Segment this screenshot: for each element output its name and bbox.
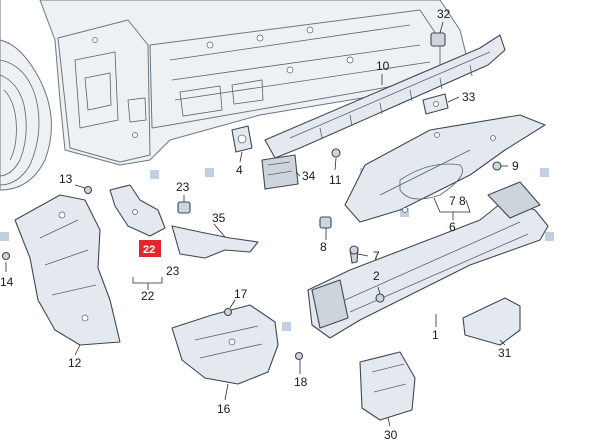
part-35-bracket[interactable] <box>171 225 259 259</box>
callout-32[interactable]: 32 <box>437 7 451 21</box>
part-32-clip[interactable] <box>430 32 446 47</box>
callout-22-selected[interactable]: 22 <box>143 244 155 256</box>
marker <box>282 322 291 331</box>
part-33-bracket[interactable] <box>422 93 449 115</box>
callout-30[interactable]: 30 <box>384 428 398 442</box>
part-13-screw[interactable] <box>83 185 93 195</box>
part-12-side-bracket[interactable] <box>14 194 121 346</box>
part-34-module[interactable] <box>261 154 299 190</box>
part-30-absorber[interactable] <box>359 351 416 421</box>
part-17-screw[interactable] <box>223 307 233 317</box>
part-4-bracket[interactable] <box>231 125 253 153</box>
callout-4[interactable]: 4 <box>236 163 243 177</box>
leader-lines <box>5 21 508 427</box>
part-1-crossmember[interactable] <box>307 181 549 339</box>
part-16-lower-mount[interactable] <box>171 304 279 385</box>
callout-31[interactable]: 31 <box>498 346 512 360</box>
callout-33[interactable]: 33 <box>462 90 476 104</box>
callout-17[interactable]: 17 <box>234 287 248 301</box>
callout-7[interactable]: 7 <box>373 249 380 263</box>
callout-18[interactable]: 18 <box>294 375 308 389</box>
marker <box>540 168 549 177</box>
part-6-shield[interactable] <box>344 114 546 223</box>
selected-part-highlight[interactable] <box>139 240 161 257</box>
part-9-clip[interactable] <box>492 161 502 171</box>
vehicle-body <box>0 0 471 191</box>
part-31-cover[interactable] <box>462 297 521 346</box>
part-7-screw[interactable] <box>349 245 359 264</box>
callout-7-8[interactable]: 7 8 <box>449 194 466 208</box>
callout-labels: 10 32 33 4 34 11 9 7 8 6 8 7 2 1 31 30 1… <box>0 7 519 442</box>
callout-14[interactable]: 14 <box>0 275 14 289</box>
callout-23a[interactable]: 23 <box>176 180 190 194</box>
callout-9[interactable]: 9 <box>512 159 519 173</box>
part-22-bracket[interactable] <box>109 184 166 237</box>
callout-6[interactable]: 6 <box>449 220 456 234</box>
part-23-clip[interactable] <box>177 201 191 214</box>
callout-2[interactable]: 2 <box>373 269 380 283</box>
part-8-clip[interactable] <box>319 216 332 229</box>
callout-12[interactable]: 12 <box>68 356 82 370</box>
part-14-screw[interactable] <box>1 251 11 261</box>
callout-8[interactable]: 8 <box>320 240 327 254</box>
part-10-upper-guide[interactable] <box>264 34 506 159</box>
callout-11[interactable]: 11 <box>329 173 342 187</box>
marker <box>205 168 214 177</box>
part-2-bolt[interactable] <box>375 293 385 303</box>
callout-10[interactable]: 10 <box>376 59 390 73</box>
marker <box>545 232 554 241</box>
callout-1[interactable]: 1 <box>432 328 439 342</box>
marker <box>150 170 159 179</box>
callout-22[interactable]: 22 <box>141 289 155 303</box>
part-18-screw[interactable] <box>294 351 304 361</box>
callout-23b[interactable]: 23 <box>166 264 180 278</box>
part-11-bolt[interactable] <box>331 148 341 158</box>
callout-34[interactable]: 34 <box>302 169 316 183</box>
marker <box>0 232 9 241</box>
callout-16[interactable]: 16 <box>217 402 231 416</box>
callout-13[interactable]: 13 <box>59 172 73 186</box>
callout-35[interactable]: 35 <box>212 211 226 225</box>
